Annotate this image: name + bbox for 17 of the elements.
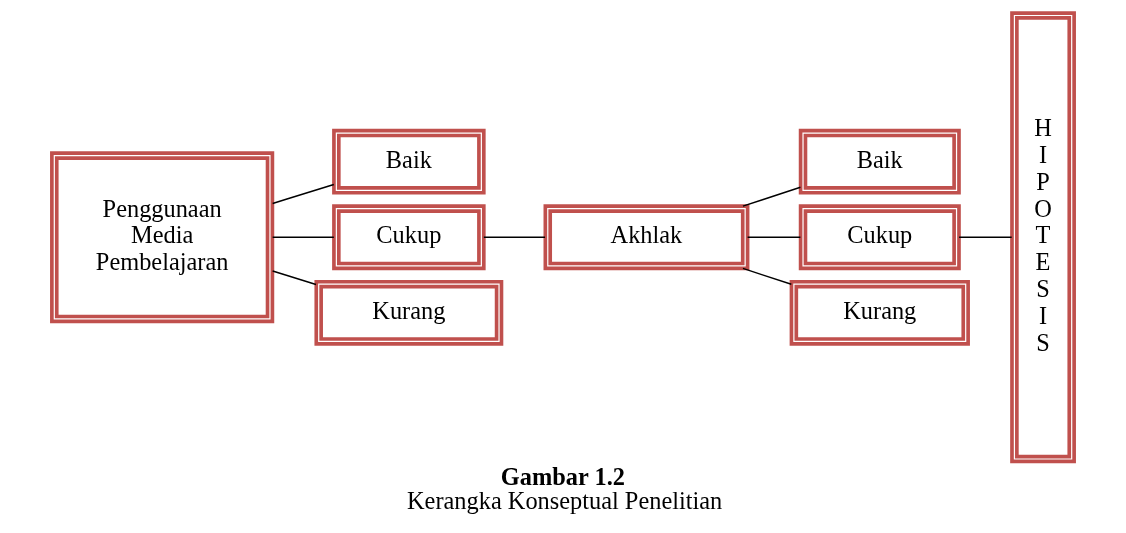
connector [483, 236, 546, 238]
connector [271, 236, 335, 238]
node-box: Kurang [314, 279, 504, 346]
connector [742, 186, 802, 207]
connector [271, 183, 335, 205]
node-box: Akhlak [543, 204, 750, 271]
node-box: Cukup [798, 204, 961, 271]
connector [742, 267, 793, 285]
node-box: Kurang [789, 279, 970, 346]
node-box: Penggunaan Media Pembelajaran [50, 151, 275, 324]
node-box: Baik [798, 128, 961, 195]
connector [958, 236, 1013, 238]
node-box: Cukup [332, 204, 486, 271]
node-box: H I P O T E S I S [1010, 11, 1076, 464]
connector [271, 270, 317, 286]
node-box: Baik [332, 128, 486, 195]
connector [746, 236, 802, 238]
